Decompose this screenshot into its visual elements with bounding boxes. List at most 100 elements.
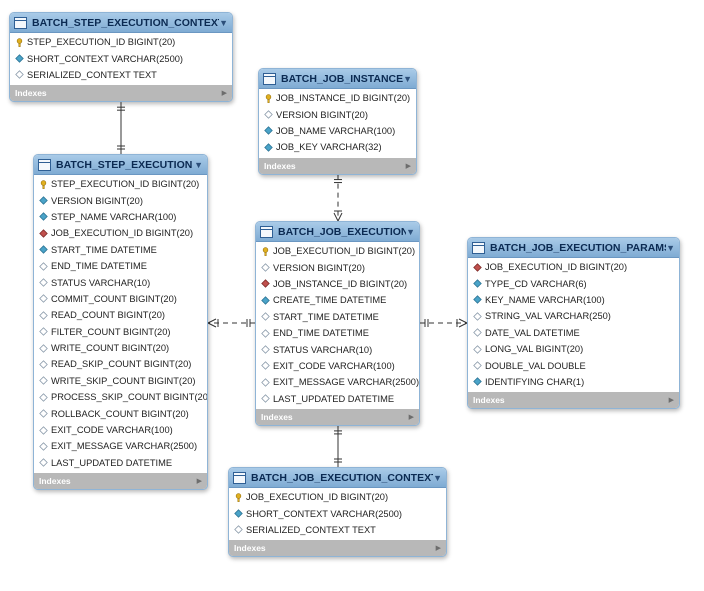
expand-arrow-icon[interactable]: ▶ — [435, 545, 441, 553]
column-row[interactable]: KEY_NAME VARCHAR(100) — [468, 292, 679, 308]
expand-arrow-icon[interactable]: ▶ — [408, 413, 414, 421]
column-row[interactable]: JOB_EXECUTION_ID BIGINT(20) — [229, 489, 446, 505]
nullable-column-icon — [39, 360, 48, 369]
table-batch-step-execution[interactable]: BATCH_STEP_EXECUTION▼STEP_EXECUTION_ID B… — [33, 154, 208, 491]
table-name: BATCH_STEP_EXECUTION_CONTEXT — [32, 16, 220, 29]
column-row[interactable]: JOB_INSTANCE_ID BIGINT(20) — [256, 276, 419, 292]
column-row[interactable]: EXIT_MESSAGE VARCHAR(2500) — [256, 374, 419, 390]
not-null-column-icon — [15, 54, 24, 63]
column-row[interactable]: WRITE_COUNT BIGINT(20) — [34, 340, 207, 356]
column-row[interactable]: VERSION BIGINT(20) — [34, 192, 207, 208]
column-row[interactable]: CREATE_TIME DATETIME — [256, 292, 419, 308]
primary-key-icon — [15, 37, 24, 47]
column-definition: STEP_EXECUTION_ID BIGINT(20) — [27, 37, 176, 48]
collapse-toggle-icon[interactable]: ▼ — [666, 242, 675, 253]
column-row[interactable]: FILTER_COUNT BIGINT(20) — [34, 324, 207, 340]
column-row[interactable]: JOB_EXECUTION_ID BIGINT(20) — [256, 243, 419, 259]
column-row[interactable]: JOB_EXECUTION_ID BIGINT(20) — [468, 259, 679, 275]
column-list: JOB_EXECUTION_ID BIGINT(20) VERSION BIGIN… — [256, 242, 419, 409]
column-definition: DATE_VAL DATETIME — [485, 327, 580, 338]
column-row[interactable]: READ_COUNT BIGINT(20) — [34, 307, 207, 323]
column-row[interactable]: SHORT_CONTEXT VARCHAR(2500) — [10, 50, 232, 66]
indexes-section[interactable]: Indexes ▶ — [229, 540, 446, 557]
expand-arrow-icon[interactable]: ▶ — [668, 397, 674, 405]
column-row[interactable]: STRING_VAL VARCHAR(250) — [468, 308, 679, 324]
column-row[interactable]: STATUS VARCHAR(10) — [256, 341, 419, 357]
table-header[interactable]: BATCH_STEP_EXECUTION▼ — [34, 155, 207, 175]
column-definition: WRITE_COUNT BIGINT(20) — [51, 343, 170, 354]
table-name: BATCH_STEP_EXECUTION — [56, 158, 193, 171]
collapse-toggle-icon[interactable]: ▼ — [433, 472, 442, 483]
column-row[interactable]: START_TIME DATETIME — [256, 309, 419, 325]
table-header[interactable]: BATCH_JOB_INSTANCE▼ — [259, 69, 416, 89]
table-header[interactable]: BATCH_STEP_EXECUTION_CONTEXT▼ — [10, 13, 232, 33]
expand-arrow-icon[interactable]: ▶ — [405, 162, 411, 170]
table-header[interactable]: BATCH_JOB_EXECUTION_CONTEXT▼ — [229, 468, 446, 488]
table-batch-job-instance[interactable]: BATCH_JOB_INSTANCE▼JOB_INSTANCE_ID BIGIN… — [258, 68, 417, 175]
foreign-key-icon — [261, 279, 270, 289]
column-definition: PROCESS_SKIP_COUNT BIGINT(20) — [51, 392, 207, 403]
column-row[interactable]: START_TIME DATETIME — [34, 242, 207, 258]
indexes-section[interactable]: Indexes ▶ — [256, 408, 419, 425]
collapse-toggle-icon[interactable]: ▼ — [403, 73, 412, 84]
table-batch-job-execution-context[interactable]: BATCH_JOB_EXECUTION_CONTEXT▼JOB_EXECUTIO… — [228, 467, 447, 558]
column-row[interactable]: JOB_NAME VARCHAR(100) — [259, 123, 416, 139]
collapse-toggle-icon[interactable]: ▼ — [219, 17, 228, 28]
column-row[interactable]: JOB_KEY VARCHAR(32) — [259, 139, 416, 155]
column-row[interactable]: IDENTIFYING CHAR(1) — [468, 374, 679, 390]
expand-arrow-icon[interactable]: ▶ — [196, 478, 202, 486]
indexes-label: Indexes — [261, 411, 293, 422]
column-row[interactable]: STATUS VARCHAR(10) — [34, 274, 207, 290]
cardinality-many-mark — [333, 212, 339, 222]
not-null-column-icon — [264, 143, 273, 152]
column-row[interactable]: LAST_UPDATED DATETIME — [256, 391, 419, 407]
column-row[interactable]: STEP_NAME VARCHAR(100) — [34, 209, 207, 225]
column-row[interactable]: READ_SKIP_COUNT BIGINT(20) — [34, 356, 207, 372]
column-row[interactable]: VERSION BIGINT(20) — [259, 106, 416, 122]
column-row[interactable]: DATE_VAL DATETIME — [468, 325, 679, 341]
indexes-section[interactable]: Indexes▶ — [10, 85, 232, 102]
column-row[interactable]: EXIT_MESSAGE VARCHAR(2500) — [34, 438, 207, 454]
column-row[interactable]: JOB_EXECUTION_ID BIGINT(20) — [34, 225, 207, 241]
column-row[interactable]: TYPE_CD VARCHAR(6) — [468, 275, 679, 291]
column-definition: SERIALIZED_CONTEXT TEXT — [246, 524, 376, 535]
column-definition: JOB_EXECUTION_ID BIGINT(20) — [273, 246, 416, 257]
foreign-key-icon — [473, 262, 482, 272]
table-header[interactable]: BATCH_JOB_EXECUTION▼ — [256, 222, 419, 242]
column-row[interactable]: LONG_VAL BIGINT(20) — [468, 341, 679, 357]
table-header[interactable]: BATCH_JOB_EXECUTION_PARAMS▼ — [468, 238, 679, 258]
column-definition: SERIALIZED_CONTEXT TEXT — [27, 69, 157, 80]
nullable-column-icon — [261, 263, 270, 272]
indexes-section[interactable]: Indexes▶ — [468, 392, 679, 409]
table-batch-job-execution[interactable]: BATCH_JOB_EXECUTION▼JOB_EXECUTION_ID BIG… — [255, 221, 420, 426]
column-row[interactable]: STEP_EXECUTION_ID BIGINT(20) — [34, 176, 207, 192]
table-batch-step-execution-context[interactable]: BATCH_STEP_EXECUTION_CONTEXT▼ STEP_EXECUT… — [9, 12, 233, 103]
column-row[interactable]: EXIT_CODE VARCHAR(100) — [256, 358, 419, 374]
column-row[interactable]: LAST_UPDATED DATETIME — [34, 455, 207, 471]
column-definition: JOB_INSTANCE_ID BIGINT(20) — [276, 93, 411, 104]
column-row[interactable]: EXIT_CODE VARCHAR(100) — [34, 422, 207, 438]
table-icon — [38, 158, 51, 171]
indexes-section[interactable]: Indexes▶ — [259, 157, 416, 174]
column-row[interactable]: DOUBLE_VAL DOUBLE — [468, 357, 679, 373]
column-row[interactable]: SERIALIZED_CONTEXT TEXT — [229, 522, 446, 538]
column-row[interactable]: END_TIME DATETIME — [34, 258, 207, 274]
column-row[interactable]: JOB_INSTANCE_ID BIGINT(20) — [259, 90, 416, 106]
nullable-column-icon — [39, 425, 48, 435]
column-row[interactable]: COMMIT_COUNT BIGINT(20) — [34, 291, 207, 307]
column-list: JOB_INSTANCE_ID BIGINT(20) VERSION BIGINT… — [259, 89, 416, 158]
column-row[interactable]: PROCESS_SKIP_COUNT BIGINT(20) — [34, 389, 207, 405]
column-row[interactable]: SHORT_CONTEXT VARCHAR(2500) — [229, 505, 446, 521]
expand-arrow-icon[interactable]: ▶ — [221, 90, 227, 98]
column-row[interactable]: VERSION BIGINT(20) — [256, 259, 419, 275]
collapse-toggle-icon[interactable]: ▼ — [194, 159, 203, 170]
table-batch-job-execution-params[interactable]: BATCH_JOB_EXECUTION_PARAMS▼JOB_EXECUTION… — [467, 237, 680, 410]
column-row[interactable]: SERIALIZED_CONTEXT TEXT — [10, 67, 232, 83]
indexes-section[interactable]: Indexes▶ — [34, 473, 207, 490]
column-row[interactable]: STEP_EXECUTION_ID BIGINT(20) — [10, 34, 232, 50]
column-row[interactable]: ROLLBACK_COUNT BIGINT(20) — [34, 405, 207, 421]
column-row[interactable]: END_TIME DATETIME — [256, 325, 419, 341]
column-row[interactable]: WRITE_SKIP_COUNT BIGINT(20) — [34, 373, 207, 389]
indexes-label: Indexes — [234, 543, 266, 554]
collapse-toggle-icon[interactable]: ▼ — [406, 226, 415, 237]
